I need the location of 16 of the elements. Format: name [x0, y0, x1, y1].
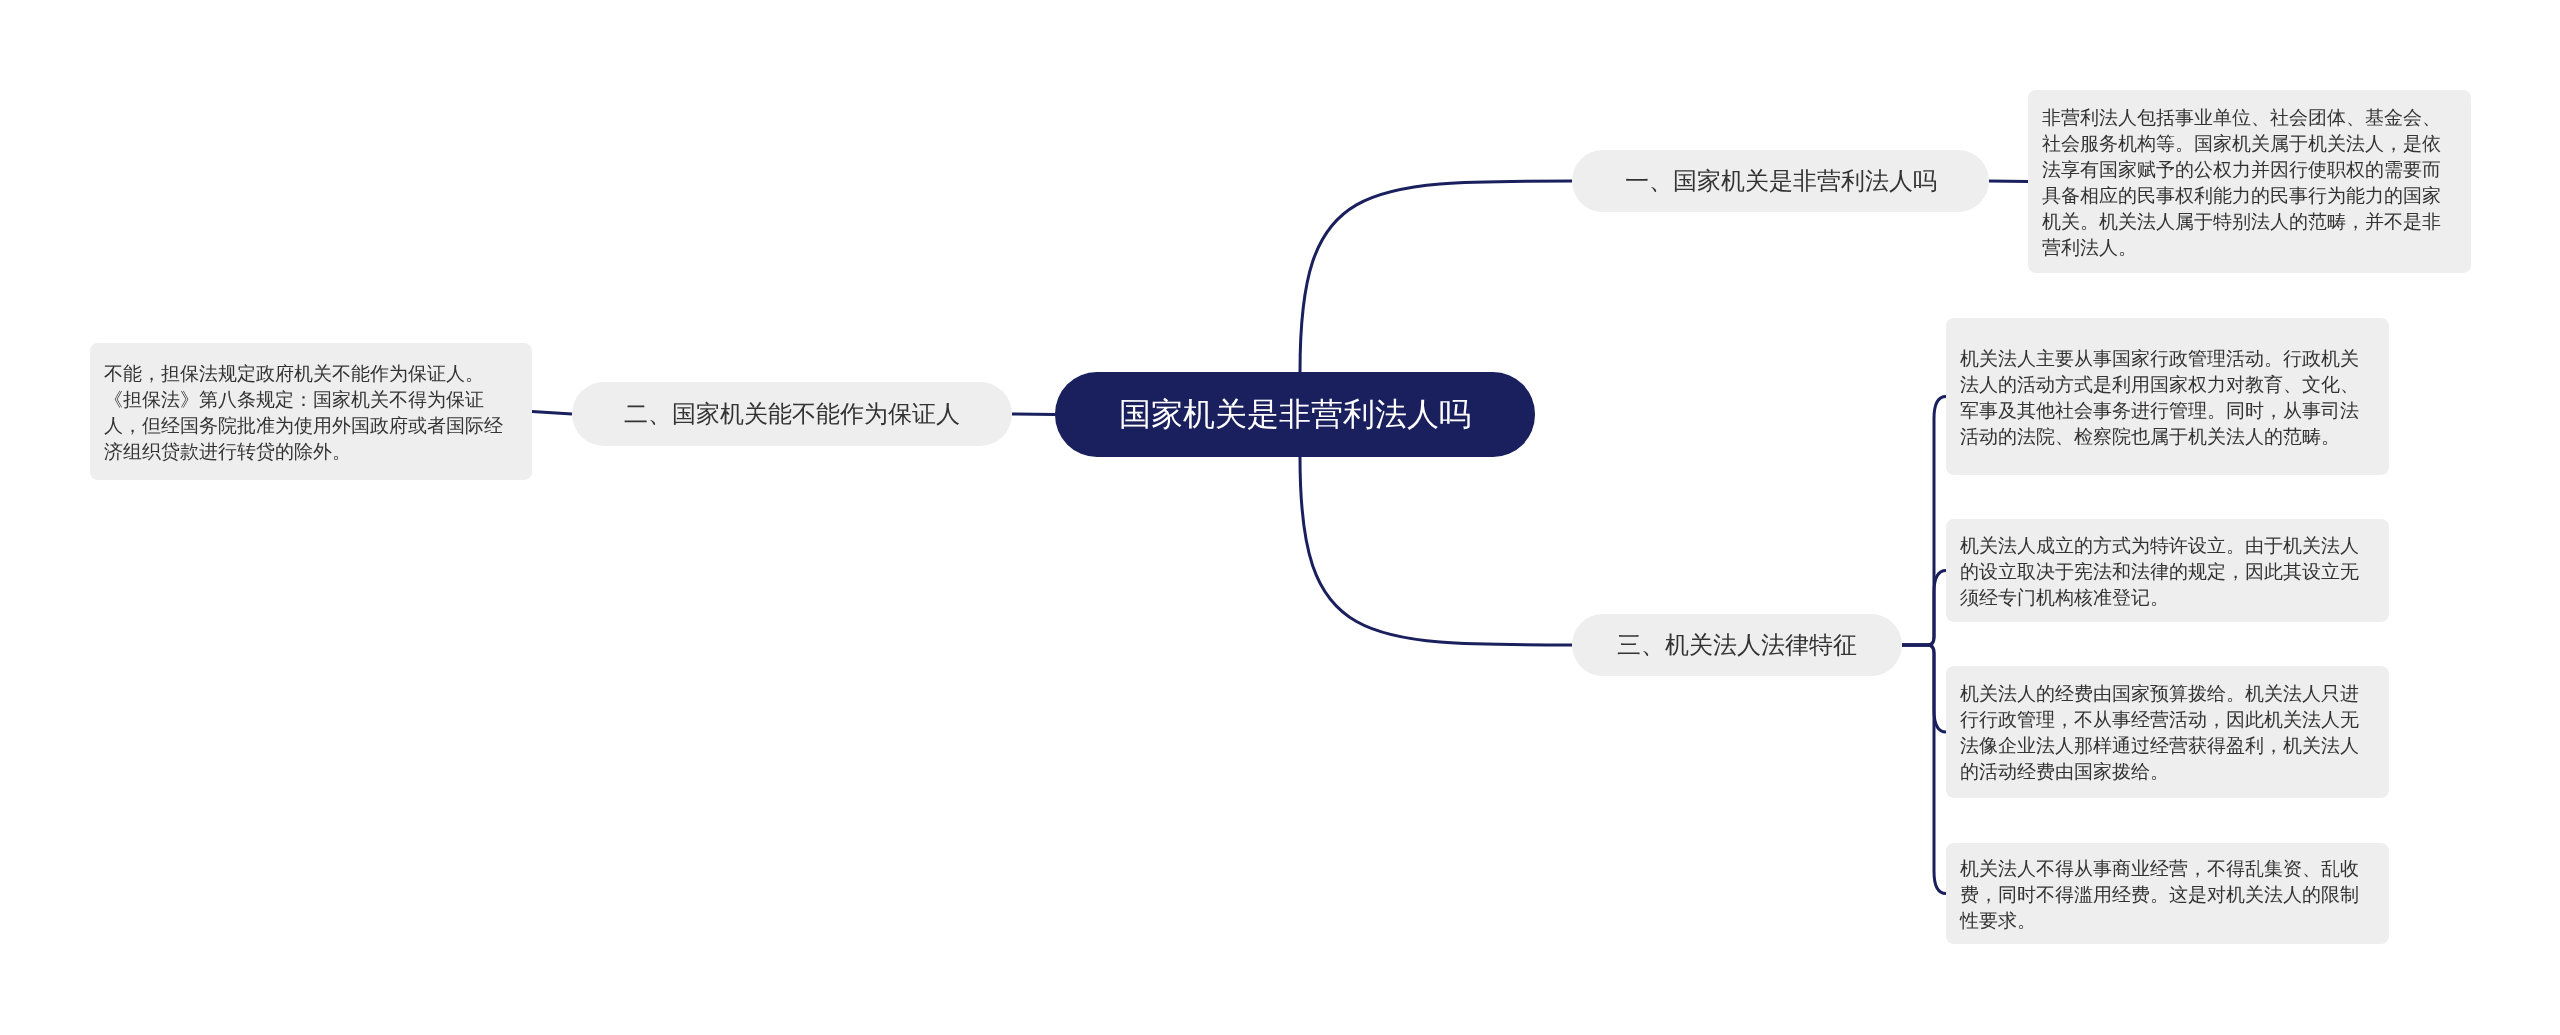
note-box: 非营利法人包括事业单位、社会团体、基金会、社会服务机构等。国家机关属于机关法人，是依法享有国家赋予的公权力并因行使职权的需要而具备相应的民事权利能力的民事行为能力的国家机关。机关法人属于特别法人的范畴，并不是非营利法人。	[2028, 90, 2471, 273]
note-box: 机关法人成立的方式为特许设立。由于机关法人的设立取决于宪法和法律的规定，因此其设立无须经专门机构核准登记。	[1946, 519, 2389, 622]
connector-line	[1012, 412, 1055, 416]
note-box: 机关法人主要从事国家行政管理活动。行政机关法人的活动方式是利用国家权力对教育、文化、军事及其他社会事务进行管理。同时，从事司法活动的法院、检察院也属于机关法人的范畴。	[1946, 318, 2389, 475]
topic-box: 三、机关法人法律特征	[1572, 614, 1902, 676]
note-box: 机关法人不得从事商业经营，不得乱集资、乱收费，同时不得滥用经费。这是对机关法人的限制性要求。	[1946, 843, 2389, 944]
connector-line	[1988, 179, 2029, 183]
central-topic: 国家机关是非营利法人吗	[1055, 372, 1535, 457]
connector-line	[1298, 179, 1572, 373]
topic-box: 一、国家机关是非营利法人吗	[1572, 150, 1989, 212]
connector-line	[1902, 643, 1947, 895]
note-box: 不能，担保法规定政府机关不能作为保证人。《担保法》第八条规定：国家机关不得为保证人，但经国务院批准为使用外国政府或者国际经济组织贷款进行转贷的除外。	[90, 343, 532, 480]
connector-line	[531, 410, 573, 416]
note-box: 机关法人的经费由国家预算拨给。机关法人只进行行政管理，不从事经营活动，因此机关法人无法像企业法人那样通过经营获得盈利，机关法人的活动经费由国家拨给。	[1946, 666, 2389, 798]
topic-box: 二、国家机关能不能作为保证人	[572, 382, 1012, 446]
connector-line	[1298, 456, 1572, 647]
